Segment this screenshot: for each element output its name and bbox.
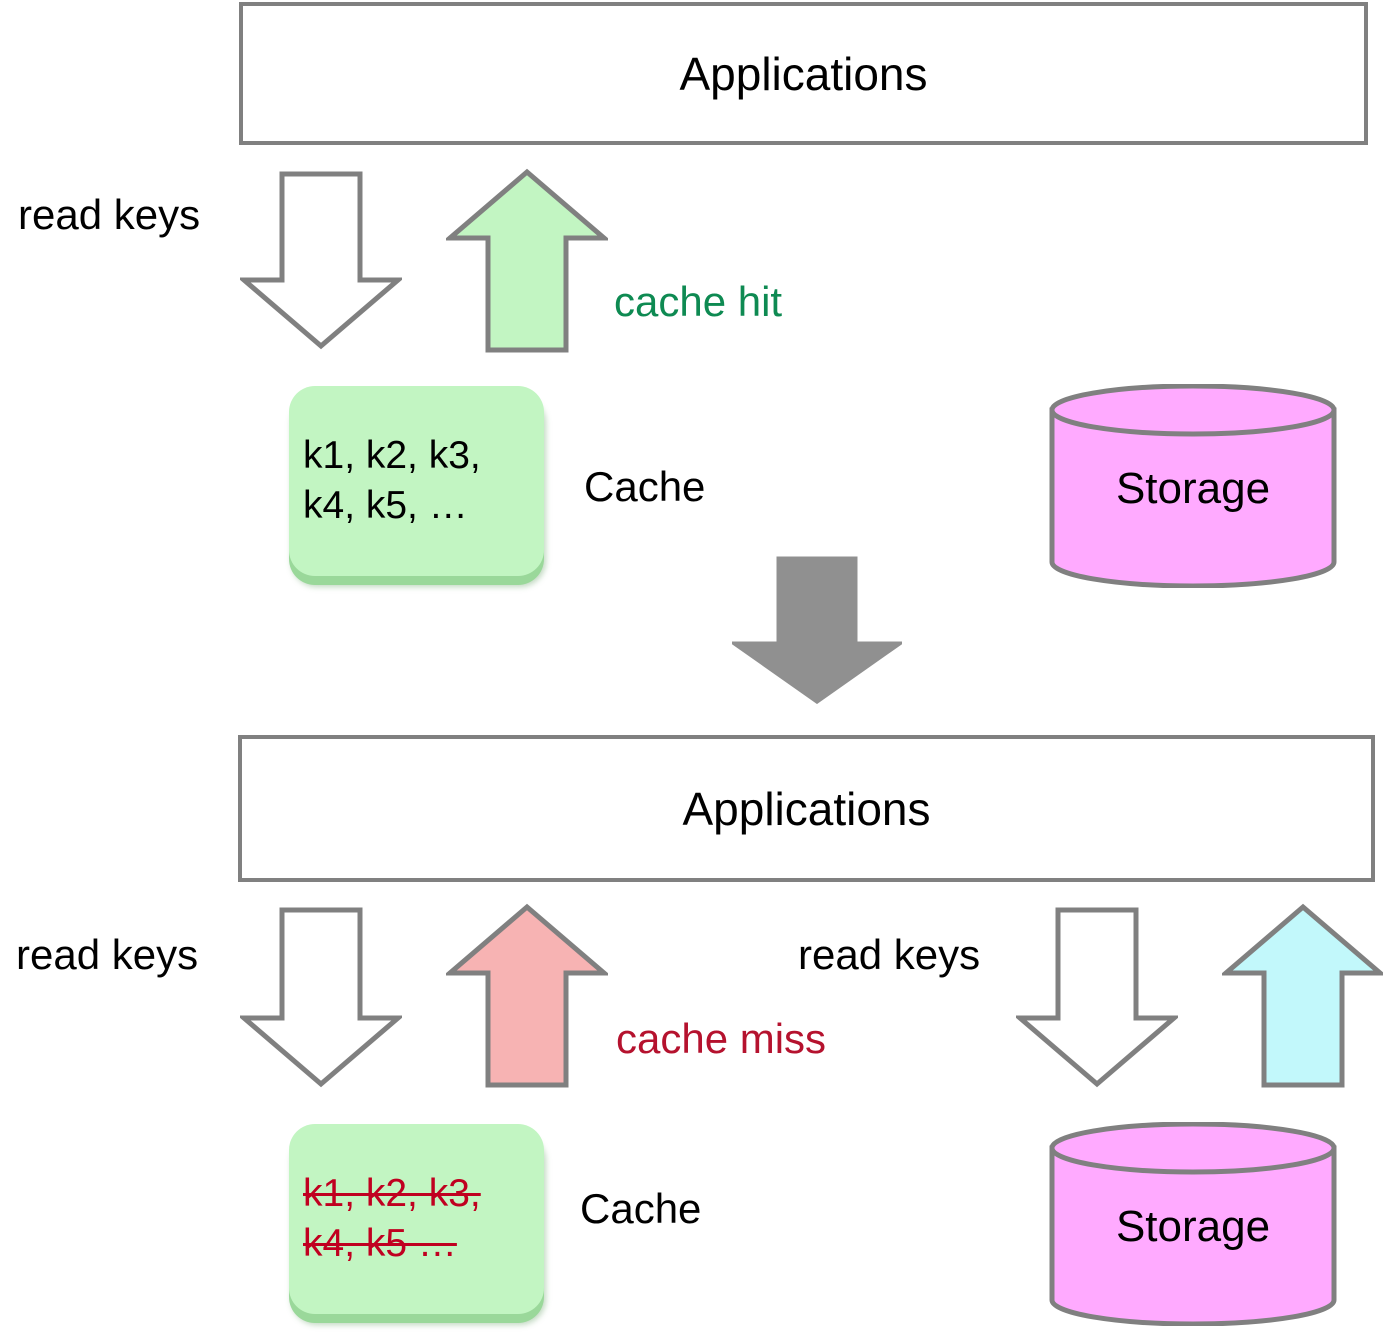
cache-box-bottom: k1, k2, k3, k4, k5 … bbox=[289, 1124, 544, 1314]
read-keys-label-cache: read keys bbox=[16, 931, 199, 978]
read-keys-cache-down-arrow bbox=[240, 906, 402, 1088]
cache-name-label-bottom: Cache bbox=[580, 1185, 702, 1232]
cache-keys-top: k1, k2, k3, k4, k5, … bbox=[303, 434, 481, 527]
applications-box-top: Applications bbox=[239, 2, 1368, 145]
scenario-transition-down-arrow bbox=[732, 556, 902, 704]
read-keys-label-storage: read keys bbox=[798, 931, 981, 978]
cache-name-label-top: Cache bbox=[584, 463, 706, 510]
read-keys-down-arrow-top bbox=[240, 170, 402, 350]
applications-label-bottom: Applications bbox=[682, 782, 931, 835]
cache-hit-up-arrow bbox=[446, 168, 608, 354]
applications-box-bottom: Applications bbox=[238, 735, 1375, 882]
cache-miss-label: cache miss bbox=[616, 1015, 827, 1062]
storage-label-top: Storage bbox=[1115, 464, 1271, 513]
storage-label-bottom: Storage bbox=[1115, 1202, 1271, 1251]
storage-cylinder-bottom: Storage bbox=[1048, 1122, 1338, 1326]
cache-box-top: k1, k2, k3, k4, k5, … bbox=[289, 386, 544, 576]
cache-hit-label: cache hit bbox=[614, 278, 783, 325]
read-keys-label-top: read keys bbox=[18, 191, 201, 238]
cache-miss-up-arrow bbox=[446, 903, 608, 1089]
cache-keys-bottom: k1, k2, k3, k4, k5 … bbox=[303, 1172, 481, 1265]
applications-label-top: Applications bbox=[679, 47, 928, 100]
storage-response-up-arrow bbox=[1222, 903, 1383, 1089]
read-keys-storage-down-arrow bbox=[1016, 906, 1178, 1088]
storage-cylinder-top: Storage bbox=[1048, 384, 1338, 588]
